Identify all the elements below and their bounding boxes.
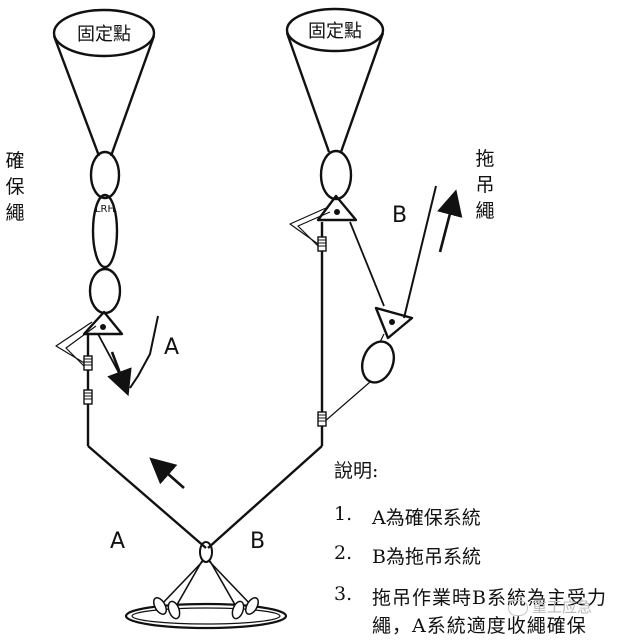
lrh-device — [91, 193, 119, 269]
litter-rim-outer — [124, 602, 288, 630]
watermark-icon — [508, 599, 528, 616]
left-pulley-dot — [100, 324, 106, 330]
right-prusik-coil — [317, 411, 327, 427]
legend-item-2-num: 2. — [334, 542, 353, 564]
coil-stripes — [84, 239, 326, 422]
left-pull-arrow — [107, 351, 132, 397]
right-funnel-edge — [285, 32, 331, 153]
right-anchor-ellipse — [285, 7, 385, 53]
haul-rope-label: 拖吊繩 — [475, 148, 495, 222]
left-anchor-label: 固定點 — [77, 24, 131, 45]
left-funnel-edge — [109, 35, 156, 157]
right-rope-diagonal — [207, 445, 323, 549]
legend-item-3-text: 拖吊作業時B系統為主受力 — [372, 587, 607, 609]
litter-bridle — [173, 560, 203, 611]
litter-rim-inner — [131, 607, 281, 625]
right-haul-arrow — [437, 189, 463, 253]
right-haul-line — [349, 221, 385, 307]
left-upper-carabiner — [89, 150, 121, 200]
left-haul-tail — [129, 315, 159, 389]
right-prusik-coil — [317, 236, 327, 252]
lrh-device-label: LRH — [94, 204, 116, 215]
right-anchor-label: 固定點 — [308, 21, 362, 42]
legend-item-3-num: 3. — [334, 583, 353, 605]
right-rope-loop — [297, 211, 331, 249]
right-system-letter: B — [392, 203, 407, 228]
right-funnel-edge — [339, 32, 385, 153]
right-haul-pulley-dot — [389, 319, 395, 325]
right-pulley-dot — [334, 209, 340, 215]
right-haul-tail — [403, 185, 437, 319]
litter-bridle — [209, 560, 239, 611]
left-prusik-coil — [83, 389, 93, 405]
right-haul-pulley — [374, 306, 414, 340]
left-prusik-coil — [83, 355, 93, 371]
left-system-letter: A — [164, 335, 179, 360]
legend-item-2-text: B為拖吊系統 — [372, 546, 481, 568]
litter-bridle — [207, 559, 253, 607]
litter-bridle — [159, 559, 205, 607]
left-rope-diagonal — [87, 445, 207, 549]
left-anchor-ellipse — [52, 8, 156, 58]
litter-move-arrow — [149, 457, 185, 489]
lower-label-a: A — [110, 529, 125, 554]
belay-rope-label: 確保繩 — [5, 150, 25, 224]
litter-shackle — [153, 597, 167, 615]
watermark-text: 重工应急 — [532, 598, 593, 616]
lower-label-b: B — [250, 529, 265, 554]
right-prusik-line — [323, 381, 371, 423]
legend-item-1-text: A為確保系統 — [372, 507, 481, 529]
left-pulley — [82, 310, 124, 336]
left-funnel-edge — [52, 35, 101, 157]
right-pulley-to-prusik — [379, 333, 385, 343]
litter-shackle — [167, 600, 181, 620]
watermark: 重工应急 — [508, 596, 592, 617]
right-prusik-ellipse — [360, 340, 396, 384]
legend-title: 說明: — [334, 460, 379, 482]
right-pulley — [316, 194, 358, 222]
left-lower-carabiner — [88, 267, 122, 315]
central-ring — [199, 541, 213, 563]
litter-shackle — [245, 597, 259, 615]
litter-shackle — [231, 600, 245, 620]
legend-item-3-cont: 繩，A系統適度收繩確保 — [372, 615, 587, 637]
left-rope-loop — [65, 325, 97, 369]
legend-item-1-num: 1. — [334, 503, 353, 525]
right-upper-carabiner — [319, 149, 353, 201]
